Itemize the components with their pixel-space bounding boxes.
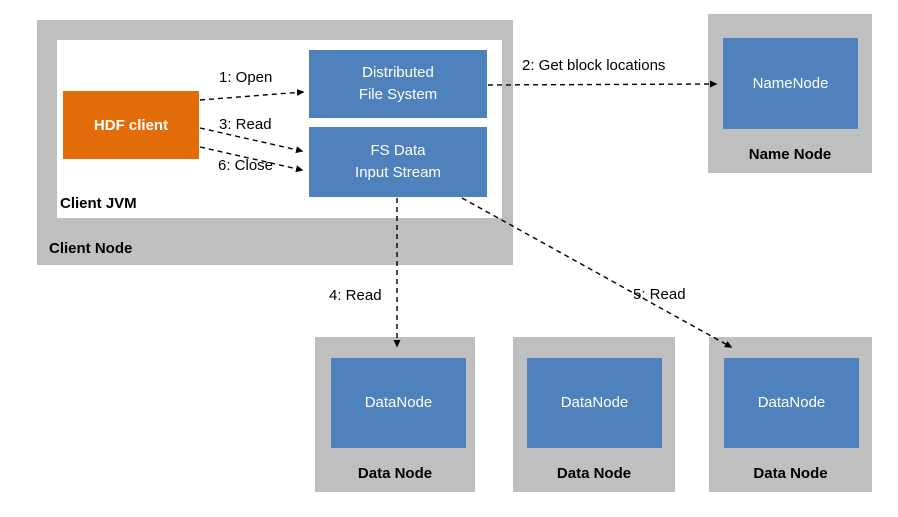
data-node-label-1: Data Node [357, 465, 433, 482]
arrow-label-2-get-block-locations: 2: Get block locations [522, 57, 666, 74]
client-node-container: HDF client Distributed File System FS Da… [37, 20, 513, 265]
data-node-label-3: Data Node [753, 465, 828, 482]
datanode-label-3: DataNode [757, 394, 826, 412]
fs-data-input-stream-label-line2: Input Stream [355, 164, 441, 181]
data-node-container-2: DataNode Data Node [513, 337, 675, 492]
fs-data-input-stream-label-line1: FS Data [370, 142, 426, 160]
namenode-label: NameNode [752, 74, 829, 92]
client-jvm-label: Client JVM [60, 195, 137, 212]
arrow-label-3-read: 3: Read [219, 116, 272, 133]
datanode-label-2: DataNode [560, 394, 629, 412]
datanode-box-3: DataNode [724, 358, 859, 448]
distributed-file-system-box: Distributed File System [309, 50, 487, 118]
data-node-container-3: DataNode Data Node [709, 337, 872, 492]
fs-data-input-stream-box: FS Data Input Stream [309, 127, 487, 197]
arrow-2-get-block-locations-line [487, 80, 718, 88]
datanode-box-1: DataNode [331, 358, 466, 448]
distributed-file-system-label-line1: Distributed [362, 64, 434, 82]
distributed-file-system-label-line2: File System [358, 86, 438, 103]
data-node-label-2: Data Node [556, 465, 632, 482]
data-node-container-1: DataNode Data Node [315, 337, 475, 492]
hdf-client-label: HDF client [93, 116, 169, 134]
datanode-box-2: DataNode [527, 358, 662, 448]
arrow-label-4-read: 4: Read [329, 287, 382, 304]
arrow-label-6-close: 6: Close [218, 157, 274, 174]
hdf-client-box: HDF client [63, 91, 199, 159]
namenode-box: NameNode [723, 38, 858, 129]
name-node-label: Name Node [748, 146, 832, 163]
name-node-container: NameNode Name Node [708, 14, 872, 173]
client-jvm-container: HDF client Distributed File System FS Da… [57, 40, 502, 218]
client-node-label: Client Node [49, 240, 133, 257]
arrow-label-1-open: 1: Open [219, 69, 273, 86]
arrow-label-5-read: 5: Read [633, 286, 686, 303]
datanode-label-1: DataNode [364, 394, 433, 412]
